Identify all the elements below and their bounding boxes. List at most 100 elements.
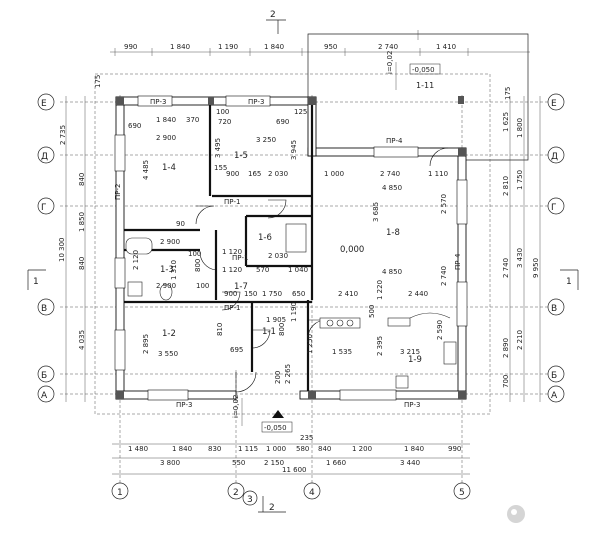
svg-text:990: 990 <box>124 43 137 51</box>
svg-text:1 410: 1 410 <box>436 43 456 51</box>
svg-text:3 440: 3 440 <box>400 459 420 467</box>
svg-text:1 040: 1 040 <box>288 266 308 274</box>
svg-text:2 150: 2 150 <box>264 459 284 467</box>
axis-bubbles-bottom: 1 2 3 4 5 <box>111 482 471 506</box>
svg-text:1 110: 1 110 <box>428 170 448 178</box>
svg-text:ПР-3: ПР-3 <box>404 401 420 409</box>
svg-text:370: 370 <box>186 116 199 124</box>
svg-text:690: 690 <box>276 118 289 126</box>
svg-text:3 430: 3 430 <box>516 248 524 268</box>
fixtures <box>125 223 457 389</box>
svg-text:2 265: 2 265 <box>284 364 292 384</box>
svg-text:3 550: 3 550 <box>158 350 178 358</box>
svg-text:2 900: 2 900 <box>156 134 176 142</box>
svg-text:1 000: 1 000 <box>266 445 286 453</box>
svg-text:3 215: 3 215 <box>400 348 420 356</box>
svg-text:810: 810 <box>216 323 224 336</box>
room-label-1-2: 1-2 <box>162 329 176 339</box>
svg-text:10 300: 10 300 <box>58 238 66 263</box>
svg-text:100: 100 <box>216 108 229 116</box>
svg-text:1 120: 1 120 <box>222 266 242 274</box>
svg-text:175: 175 <box>94 75 102 88</box>
svg-text:1 190: 1 190 <box>290 302 298 322</box>
svg-text:1: 1 <box>33 277 39 287</box>
svg-text:ПР-1: ПР-1 <box>232 254 248 262</box>
room-label-1-3: 1-3 <box>160 265 174 275</box>
svg-text:840: 840 <box>78 257 86 270</box>
svg-text:2 740: 2 740 <box>380 170 400 178</box>
room-label-1-5: 1-5 <box>234 151 248 161</box>
boiler <box>285 223 307 253</box>
svg-text:1 850: 1 850 <box>78 212 86 232</box>
section-mark-top: 2 <box>266 10 286 34</box>
svg-text:i=0,02: i=0,02 <box>386 51 394 74</box>
svg-text:ПР-3: ПР-3 <box>176 401 192 409</box>
svg-text:Е: Е <box>551 99 557 109</box>
svg-text:ПР-4: ПР-4 <box>386 137 403 145</box>
svg-text:ПР-2: ПР-2 <box>114 184 122 200</box>
svg-text:3 685: 3 685 <box>372 202 380 222</box>
svg-text:550: 550 <box>232 459 245 467</box>
svg-text:1 250: 1 250 <box>306 334 314 354</box>
svg-text:1 000: 1 000 <box>324 170 344 178</box>
entry-level: -0,050 i=0,02 <box>232 395 293 433</box>
svg-text:1 660: 1 660 <box>326 459 346 467</box>
terrace-outline: 1-11 -0,050 i=0,02 <box>307 30 529 161</box>
appliance <box>443 341 457 365</box>
svg-text:155: 155 <box>214 164 227 172</box>
svg-text:Д: Д <box>41 152 48 162</box>
svg-text:2: 2 <box>270 10 276 20</box>
svg-text:ПР-1: ПР-1 <box>224 198 240 206</box>
exterior-walls <box>114 95 468 401</box>
svg-text:Б: Б <box>551 371 557 381</box>
bottom-dimension-chain: 1 480 1 840 830 1 115 1 000 580 840 1 20… <box>112 434 470 475</box>
svg-text:3: 3 <box>247 495 253 505</box>
svg-text:i=0,02: i=0,02 <box>232 395 240 418</box>
svg-text:1 480: 1 480 <box>128 445 148 453</box>
svg-text:720: 720 <box>218 118 231 126</box>
svg-text:1 190: 1 190 <box>218 43 238 51</box>
svg-text:2 900: 2 900 <box>160 238 180 246</box>
svg-text:840: 840 <box>78 173 86 186</box>
svg-text:900: 900 <box>224 290 237 298</box>
svg-text:2 030: 2 030 <box>268 252 288 260</box>
svg-text:1 535: 1 535 <box>332 348 352 356</box>
svg-text:950: 950 <box>324 43 337 51</box>
svg-text:2 890: 2 890 <box>502 338 510 358</box>
svg-text:Д: Д <box>551 152 558 162</box>
counter-curve <box>409 312 451 319</box>
svg-text:100: 100 <box>188 250 201 258</box>
svg-text:Е: Е <box>41 99 47 109</box>
svg-text:ПР-3: ПР-3 <box>248 98 264 106</box>
room-label-1-8: 1-8 <box>386 228 400 238</box>
svg-text:1 905: 1 905 <box>266 316 286 324</box>
svg-text:Г: Г <box>551 203 557 213</box>
room-label-1-11: 1-11 <box>416 81 434 90</box>
svg-text:3 800: 3 800 <box>160 459 180 467</box>
svg-text:2: 2 <box>269 503 275 513</box>
svg-text:1 200: 1 200 <box>352 445 372 453</box>
svg-text:5: 5 <box>459 488 465 498</box>
svg-text:695: 695 <box>230 346 243 354</box>
svg-text:1: 1 <box>117 488 123 498</box>
svg-text:580: 580 <box>296 445 309 453</box>
svg-text:800: 800 <box>194 259 202 272</box>
section-mark-right: 1 <box>560 269 579 290</box>
svg-text:1 750: 1 750 <box>262 290 282 298</box>
svg-text:175: 175 <box>504 87 512 100</box>
svg-text:200: 200 <box>274 371 282 384</box>
svg-text:11 600: 11 600 <box>282 466 307 474</box>
svg-text:2 900: 2 900 <box>156 282 176 290</box>
svg-text:2 740: 2 740 <box>378 43 398 51</box>
axis-bubbles-left: Е Д Г В Б А <box>37 93 55 403</box>
interior-dimensions: 1 840 370 690 100 720 690 125 2 900 3 25… <box>128 108 448 384</box>
room-labels: 1-4 1-5 1-3 1-6 1-7 1-2 1-1 1-8 1-9 1-10… <box>160 151 422 365</box>
left-dimension-chain: 2 735 840 1 850 840 4 035 10 300 175 <box>58 75 102 402</box>
svg-text:2: 2 <box>233 488 239 498</box>
svg-text:1 120: 1 120 <box>222 248 242 256</box>
level-mark-main: 0,000 <box>340 245 364 255</box>
svg-text:150: 150 <box>244 290 257 298</box>
svg-text:1 840: 1 840 <box>172 445 192 453</box>
